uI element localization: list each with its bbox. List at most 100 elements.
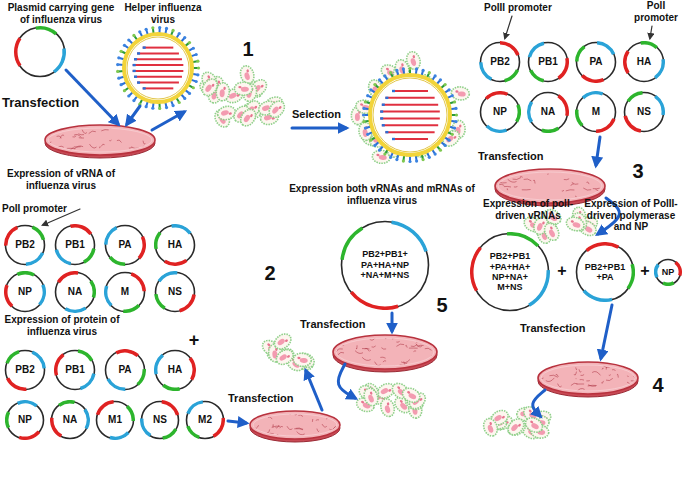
process-arrow [505, 16, 512, 38]
plasmid-circle: HA [154, 349, 196, 391]
virus-particle [116, 26, 200, 110]
plasmid-circle: PB1 [54, 349, 96, 391]
process-arrow [391, 313, 394, 331]
process-arrow [650, 26, 652, 38]
plasmid-circle: PB1 [54, 224, 96, 266]
cell-cluster [351, 50, 470, 164]
gene-label: NA [541, 106, 555, 118]
plasmid-circle: NA [54, 271, 96, 313]
gene-label: NP [18, 286, 32, 298]
caption-label: Plasmid carrying gene of influenza virus [2, 2, 120, 25]
gene-label: PB2 [15, 364, 34, 376]
caption-label: Expression of polI-driven vRNAs [480, 198, 576, 221]
cell-cluster [260, 331, 317, 374]
process-arrow [596, 137, 600, 165]
gene-label: PB1 [65, 364, 84, 376]
plasmid-circle: NS [140, 400, 180, 440]
cell-cluster [481, 404, 552, 442]
plasmid-circle: PB2 [479, 41, 521, 83]
plasmid-circle: NA [50, 400, 90, 440]
plus-sign: + [185, 330, 203, 351]
gene-label: PA [589, 56, 602, 68]
culture-dish [250, 411, 344, 442]
plasmid-circle: NP [4, 271, 46, 313]
gene-label: PB2 [15, 239, 34, 251]
plasmid-circle: PB2+PB1+ PA+HA+NP +NA+M+NS [340, 220, 430, 310]
promoter-label: PolI promoter [2, 203, 82, 215]
plus-sign: + [637, 262, 653, 280]
plasmid-circle: NS [154, 271, 196, 313]
caption-label: Helper influenza virus [122, 2, 204, 25]
gene-label: PB1 [538, 56, 557, 68]
plasmid-circle: NP [479, 91, 521, 133]
gene-label: PB2+PB1 +PA+HA+ NP+NA+ M+NS [485, 251, 535, 292]
gene-label: HA [637, 56, 651, 68]
gene-label: NS [637, 106, 651, 118]
culture-dish [332, 333, 438, 372]
panel-number: 1 [240, 38, 256, 61]
gene-label: M [592, 106, 600, 118]
cell-cluster [198, 64, 287, 129]
panel-number: 5 [434, 294, 450, 317]
panel-number: 2 [262, 262, 278, 285]
gene-label: PB1 [65, 239, 84, 251]
promoter-label: PolII promoter [484, 2, 584, 14]
gene-label: NP [662, 267, 675, 277]
gene-label: NA [68, 286, 82, 298]
gene-label: PB2+PB1+ PA+HA+NP +NA+M+NS [353, 249, 417, 280]
gene-label: M1 [108, 414, 122, 426]
cell-cluster [355, 380, 429, 419]
plasmid-circle: PB2 [4, 224, 46, 266]
step-label: Transfection [228, 392, 312, 405]
process-arrow [228, 421, 246, 423]
gene-label: NP [493, 106, 507, 118]
plasmid-circle: PB2 [4, 349, 46, 391]
promoter-label: PolI promoter [628, 0, 684, 23]
step-label: Transfection [520, 322, 604, 335]
culture-dish [45, 123, 161, 158]
gene-label: M2 [198, 414, 212, 426]
plasmid-circle: M1 [95, 400, 135, 440]
plasmid-circle: NP [5, 400, 45, 440]
plasmid-circle: PA [575, 41, 617, 83]
plus-sign: + [553, 262, 571, 280]
plasmid-circle: NP [654, 258, 682, 286]
step-label: Transfection [300, 318, 384, 331]
plasmid-symbol [14, 26, 66, 76]
caption-label: Expression of PolII-driven polymerase an… [578, 198, 684, 233]
process-arrow [292, 127, 346, 130]
caption-label: Expression of protein of influenza virus [2, 314, 122, 337]
gene-label: HA [168, 364, 182, 376]
gene-label: NS [168, 286, 182, 298]
plasmid-circle: NS [623, 91, 665, 133]
gene-label: NP [18, 414, 32, 426]
plasmid-circle: PA [104, 349, 146, 391]
plasmid-circle: PB1 [527, 41, 569, 83]
plasmid-circle: PB2+PB1 +PA [575, 242, 635, 302]
process-arrow [127, 106, 140, 124]
plasmid-circle: M2 [185, 400, 225, 440]
process-arrow [533, 390, 545, 416]
gene-label: PB2 [490, 56, 509, 68]
step-label: Transfection [2, 96, 94, 111]
process-arrow [338, 364, 355, 398]
gene-label: NS [153, 414, 167, 426]
step-label: Selection [292, 108, 354, 121]
plasmid-circle: PB2+PB1 +PA+HA+ NP+NA+ M+NS [470, 232, 550, 312]
caption-label: Expression of vRNA of influenza virus [2, 168, 120, 191]
gene-label: PA [118, 239, 131, 251]
gene-label: PB2+PB1 +PA [584, 262, 626, 283]
plasmid-circle: HA [154, 224, 196, 266]
plasmid-circle: M [575, 91, 617, 133]
process-arrow [601, 305, 612, 358]
step-label: Transfection [478, 150, 562, 163]
caption-label: Expression both vRNAs and mRNAs of influ… [286, 183, 478, 206]
plasmid-circle: PA [104, 224, 146, 266]
culture-dish [535, 362, 642, 397]
gene-label: PA [118, 364, 131, 376]
plasmid-circle: M [104, 271, 146, 313]
gene-label: NA [63, 414, 77, 426]
panel-number: 3 [630, 160, 646, 183]
gene-label: HA [168, 239, 182, 251]
plasmid-circle: HA [623, 41, 665, 83]
